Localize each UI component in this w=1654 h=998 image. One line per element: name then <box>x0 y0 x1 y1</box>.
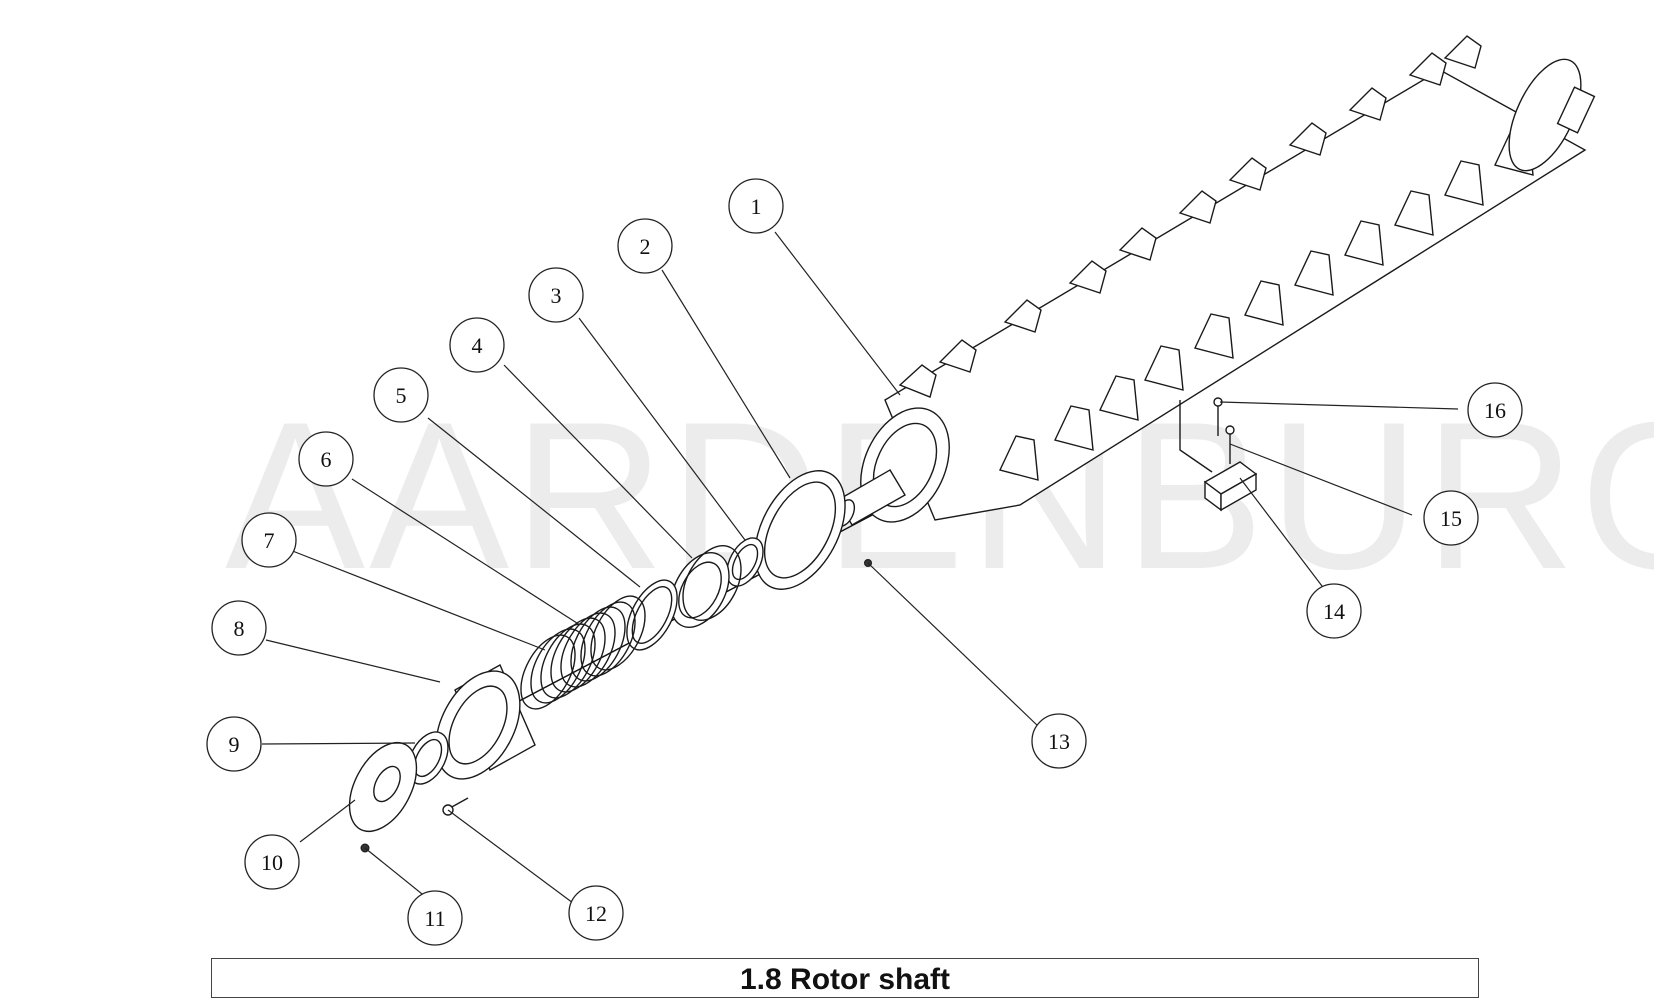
svg-text:6: 6 <box>321 447 332 472</box>
svg-text:5: 5 <box>396 383 407 408</box>
svg-text:16: 16 <box>1484 398 1506 423</box>
part-15-bolt <box>1225 425 1235 464</box>
callout-12: 12 <box>568 885 624 941</box>
callout-8: 8 <box>211 600 267 656</box>
svg-text:13: 13 <box>1048 729 1070 754</box>
rotor-teeth-lower <box>999 130 1534 481</box>
part-14-clamp-block <box>1179 400 1258 512</box>
callout-11: 11 <box>407 890 463 946</box>
part-8-bearing-housing <box>435 664 536 780</box>
svg-text:12: 12 <box>585 901 607 926</box>
part-10-cover-plate <box>348 741 418 833</box>
callout-5: 5 <box>373 367 429 423</box>
svg-text:9: 9 <box>229 732 240 757</box>
callout-16: 16 <box>1467 382 1523 438</box>
callout-15: 15 <box>1423 490 1479 546</box>
svg-text:15: 15 <box>1440 506 1462 531</box>
callout-7: 7 <box>241 512 297 568</box>
callout-3: 3 <box>528 267 584 323</box>
callout-2: 2 <box>617 218 673 274</box>
part-2-flange-plate <box>754 470 846 590</box>
svg-text:3: 3 <box>551 283 562 308</box>
svg-text:10: 10 <box>261 850 283 875</box>
svg-text:8: 8 <box>234 616 245 641</box>
caption-box: 1.8 Rotor shaft <box>211 958 1479 998</box>
leader-lines <box>261 231 1459 904</box>
svg-text:7: 7 <box>264 528 275 553</box>
part-12-bolt <box>442 797 469 816</box>
callout-6: 6 <box>298 431 354 487</box>
callout-4: 4 <box>449 317 505 373</box>
callout-14: 14 <box>1306 583 1362 639</box>
part-4-bearing <box>670 545 742 628</box>
callout-10: 10 <box>244 834 300 890</box>
rotor-body <box>834 35 1596 527</box>
svg-text:11: 11 <box>424 906 445 931</box>
callout-9: 9 <box>206 716 262 772</box>
svg-text:2: 2 <box>640 234 651 259</box>
svg-text:14: 14 <box>1323 599 1345 624</box>
svg-text:4: 4 <box>472 333 483 358</box>
callout-1: 1 <box>728 178 784 234</box>
svg-text:1: 1 <box>751 194 762 219</box>
rotor-teeth-upper <box>898 35 1482 398</box>
callout-13: 13 <box>1031 713 1087 769</box>
part-6-7-spring-rings <box>520 595 646 710</box>
caption-title: 1.8 Rotor shaft <box>739 963 951 996</box>
part-3-seal-ring <box>726 537 764 587</box>
